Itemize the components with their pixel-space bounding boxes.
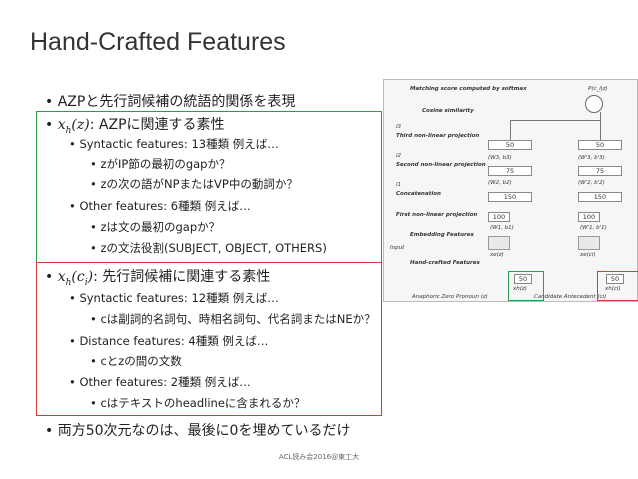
left-xe: xe(z) (490, 252, 504, 258)
second-label: Second non-linear projection (396, 162, 486, 168)
bullet-1: • AZPと先行詞候補の統語的関係を表現 (45, 94, 296, 110)
bullet-4-text: 両方50次元なのは、最後に0を埋めているだけ (57, 423, 351, 439)
bullet-3-1-1-text: cは副詞的名詞句、時相名詞句、代名詞またはNEか？ (100, 312, 376, 326)
bullet-2-2-1-text: zは文の最初のgapか？ (100, 220, 221, 234)
left-75-box: 75 (488, 166, 532, 176)
bullet-3-2: • Distance features: 4種類 例えば… (69, 334, 269, 348)
hand-label: Hand-crafted Features (410, 260, 480, 266)
right-w3: (W'3, b'3) (578, 155, 605, 161)
bullet-3-text: : 先行詞候補に関連する素性 (93, 269, 271, 285)
concat-label: Concatenation (396, 191, 441, 197)
bullet-3: • xh(ci): 先行詞候補に関連する素性 (45, 269, 271, 288)
var-x: x (57, 117, 66, 133)
prob-label: P(c_i|z) (588, 86, 608, 92)
left-w3: (W3, b3) (488, 155, 512, 161)
footer: ACL読み会2016@東工大 (278, 453, 360, 461)
bullet-2-1-1-text: zがIP節の最初のgapか？ (100, 157, 231, 171)
l3-label: l3 (396, 124, 402, 130)
right-50-box: 50 (578, 140, 622, 150)
left-50-box: 50 (488, 140, 532, 150)
bullet-3-3: • Other features: 2種類 例えば… (69, 375, 251, 389)
bullet-3-3-1: • cはテキストのheadlineに含まれるか？ (90, 396, 306, 410)
bullet-2-1-2: • zの次の語がNPまたはVP中の動詞か？ (90, 177, 298, 191)
cos-label: Cosine similarity (422, 108, 474, 114)
first-label: First non-linear projection (396, 212, 478, 218)
bullet-4: • 両方50次元なのは、最後に0を埋めているだけ (45, 423, 351, 439)
right-100-box: 100 (578, 212, 600, 222)
bottom-right-label: Candidate Antecedent (ci) (534, 294, 607, 300)
left-w2: (W2, b2) (488, 180, 512, 186)
var-x: x (57, 269, 66, 285)
right-150-box: 150 (578, 192, 622, 202)
bullet-3-1-1: • cは副詞的名詞句、時相名詞句、代名詞またはNEか？ (90, 312, 376, 326)
bullet-1-text: AZPと先行詞候補の統語的関係を表現 (57, 94, 296, 110)
bullet-2-1-1: • zがIP節の最初のgapか？ (90, 157, 231, 171)
right-connector (600, 112, 601, 140)
var-sub: h (65, 277, 72, 288)
var-arg: (z) (71, 117, 90, 133)
right-embed-vec (578, 236, 600, 250)
bullet-2: • xh(z): AZPに関連する素性 (45, 117, 225, 136)
var-sub: h (65, 125, 72, 136)
bullet-3-1: • Syntactic features: 12種類 例えば… (69, 291, 279, 305)
left-hand-box: 50 (514, 274, 532, 284)
output-node (585, 95, 603, 113)
score-label: Matching score computed by softmax (410, 86, 527, 92)
left-embed-vec (488, 236, 510, 250)
bullet-3-3-text: Other features: 2種類 例えば… (79, 375, 251, 389)
var-arg-sub: i (84, 277, 88, 288)
bullet-3-2-text: Distance features: 4種類 例えば… (79, 334, 269, 348)
left-100-box: 100 (488, 212, 510, 222)
bullet-2-2-2: • zの文法役割(SUBJECT, OBJECT, OTHERS) (90, 241, 327, 255)
bullet-2-1-2-text: zの次の語がNPまたはVP中の動詞か？ (100, 177, 298, 191)
l1-label: l1 (396, 182, 402, 188)
var-arg-post: ) (87, 269, 94, 285)
embed-label: Embedding Features (410, 232, 474, 238)
bullet-2-2-1: • zは文の最初のgapか？ (90, 220, 221, 234)
bullet-3-2-1-text: cとzの間の文数 (100, 354, 182, 368)
left-xh: xh(z) (513, 286, 527, 292)
right-xe: xe(ci) (580, 252, 596, 258)
left-w1: (W1, b1) (490, 225, 514, 231)
bullet-3-3-1-text: cはテキストのheadlineに含まれるか？ (100, 396, 306, 410)
third-label: Third non-linear projection (396, 133, 480, 139)
bullet-2-2-text: Other features: 6種類 例えば… (79, 199, 251, 213)
left-connector (510, 120, 511, 140)
top-connector (510, 120, 600, 121)
bullet-2-2: • Other features: 6種類 例えば… (69, 199, 251, 213)
page-title: Hand-Crafted Features (30, 28, 286, 56)
right-w2: (W'2, b'2) (578, 180, 605, 186)
network-diagram: Matching score computed by softmax Cosin… (383, 79, 638, 302)
bullet-3-2-1: • cとzの間の文数 (90, 354, 182, 368)
bullet-3-1-text: Syntactic features: 12種類 例えば… (79, 291, 279, 305)
input-label: Input (390, 245, 405, 251)
bullet-2-text: : AZPに関連する素性 (89, 117, 225, 133)
bullet-2-1-text: Syntactic features: 13種類 例えば… (79, 137, 279, 151)
bullet-2-2-2-text: zの文法役割(SUBJECT, OBJECT, OTHERS) (100, 241, 327, 255)
right-w1: (W'1, b'1) (580, 225, 607, 231)
bullet-2-1: • Syntactic features: 13種類 例えば… (69, 137, 279, 151)
right-xh: xh(ci) (605, 286, 621, 292)
l2-label: l2 (396, 153, 402, 159)
left-150-box: 150 (488, 192, 532, 202)
right-hand-box: 50 (606, 274, 624, 284)
var-arg-pre: (c (71, 269, 85, 285)
right-75-box: 75 (578, 166, 622, 176)
bottom-left-label: Anaphoric Zero Pronoun (z) (412, 294, 488, 300)
